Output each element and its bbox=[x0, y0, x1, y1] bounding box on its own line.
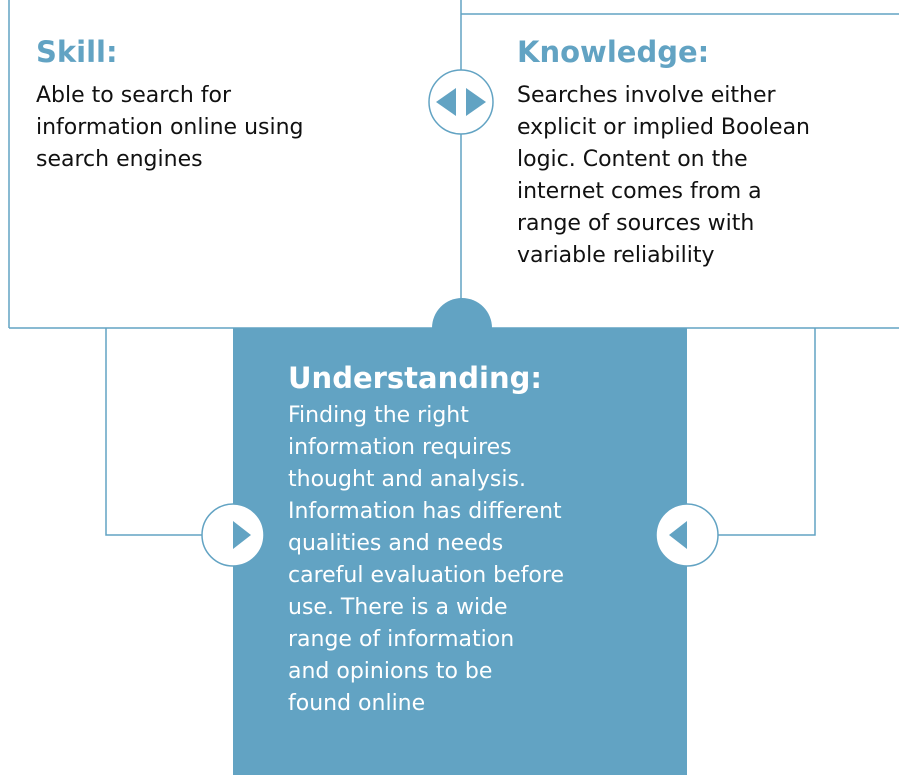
knowledge-line: Searches involve either bbox=[517, 83, 776, 108]
knowledge-line: range of sources with bbox=[517, 211, 755, 236]
skill-heading: Skill: bbox=[36, 35, 118, 69]
knowledge-line: explicit or implied Boolean bbox=[517, 115, 810, 140]
knowledge-heading: Knowledge: bbox=[517, 35, 710, 69]
arrow-right-icon bbox=[201, 503, 265, 567]
understanding-line: Finding the right bbox=[288, 403, 469, 428]
understanding-line: use. There is a wide bbox=[288, 595, 508, 620]
right-connector-line bbox=[717, 328, 816, 536]
skill-description: Able to search for information online us… bbox=[36, 80, 366, 176]
understanding-line: thought and analysis. bbox=[288, 467, 526, 492]
skill-line: Able to search for bbox=[36, 83, 232, 108]
understanding-line: qualities and needs bbox=[288, 531, 504, 556]
knowledge-description: Searches involve either explicit or impl… bbox=[517, 80, 897, 272]
understanding-line: found online bbox=[288, 691, 426, 716]
skill-line: search engines bbox=[36, 147, 203, 172]
arrow-left-icon bbox=[655, 503, 719, 567]
understanding-line: information requires bbox=[288, 435, 512, 460]
understanding-heading: Understanding: bbox=[288, 361, 542, 395]
knowledge-line: logic. Content on the bbox=[517, 147, 748, 172]
top-frame-lines bbox=[8, 0, 899, 329]
double-arrow-left-right-icon bbox=[428, 69, 494, 135]
understanding-box-cap bbox=[432, 298, 492, 328]
understanding-line: and opinions to be bbox=[288, 659, 493, 684]
understanding-box bbox=[233, 328, 687, 775]
understanding-description: Finding the right information requires t… bbox=[288, 400, 633, 720]
left-connector-line bbox=[105, 328, 203, 536]
skill-line: information online using bbox=[36, 115, 304, 140]
knowledge-line: variable reliability bbox=[517, 243, 715, 268]
understanding-line: Information has different bbox=[288, 499, 562, 524]
understanding-line: range of information bbox=[288, 627, 515, 652]
connector-lines bbox=[105, 328, 816, 536]
knowledge-line: internet comes from a bbox=[517, 179, 762, 204]
understanding-line: careful evaluation before bbox=[288, 563, 564, 588]
